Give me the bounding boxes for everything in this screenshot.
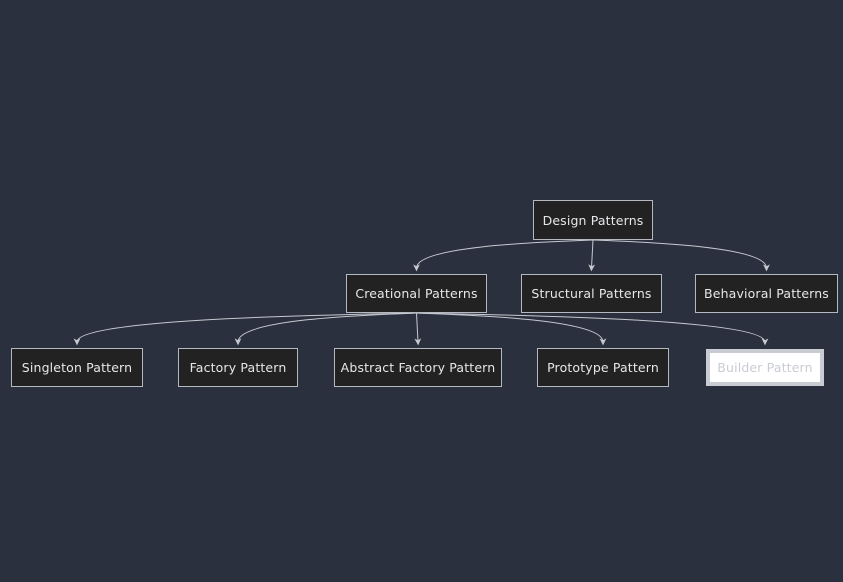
node-singleton-pattern[interactable]: Singleton Pattern	[11, 348, 143, 387]
edge-creational-patterns-to-factory-pattern	[234, 312, 417, 346]
node-behavioral-patterns[interactable]: Behavioral Patterns	[695, 274, 838, 313]
node-label: Factory Pattern	[189, 360, 287, 375]
edge-creational-patterns-to-builder-pattern	[416, 312, 769, 346]
node-abstract-factory-pattern[interactable]: Abstract Factory Pattern	[334, 348, 502, 387]
edge-design-patterns-to-structural-patterns	[588, 239, 596, 272]
node-label: Singleton Pattern	[21, 360, 133, 375]
node-builder-pattern[interactable]: Builder Pattern	[705, 348, 825, 387]
edge-creational-patterns-to-singleton-pattern	[73, 312, 417, 346]
node-label: Creational Patterns	[355, 286, 478, 301]
node-label: Structural Patterns	[531, 286, 652, 301]
node-label: Design Patterns	[542, 212, 644, 228]
node-design-patterns[interactable]: Design Patterns	[533, 200, 653, 240]
node-label: Prototype Pattern	[547, 360, 659, 375]
node-structural-patterns[interactable]: Structural Patterns	[521, 274, 662, 313]
edge-design-patterns-to-behavioral-patterns	[592, 239, 770, 272]
edge-design-patterns-to-creational-patterns	[413, 239, 594, 272]
node-prototype-pattern[interactable]: Prototype Pattern	[537, 348, 669, 387]
node-label: Builder Pattern	[717, 360, 813, 375]
node-label: Abstract Factory Pattern	[340, 360, 496, 375]
node-creational-patterns[interactable]: Creational Patterns	[346, 274, 487, 313]
node-factory-pattern[interactable]: Factory Pattern	[178, 348, 298, 387]
node-label: Behavioral Patterns	[704, 286, 829, 301]
edge-creational-patterns-to-prototype-pattern	[416, 312, 607, 346]
edge-creational-patterns-to-abstract-factory-pattern	[414, 312, 422, 346]
